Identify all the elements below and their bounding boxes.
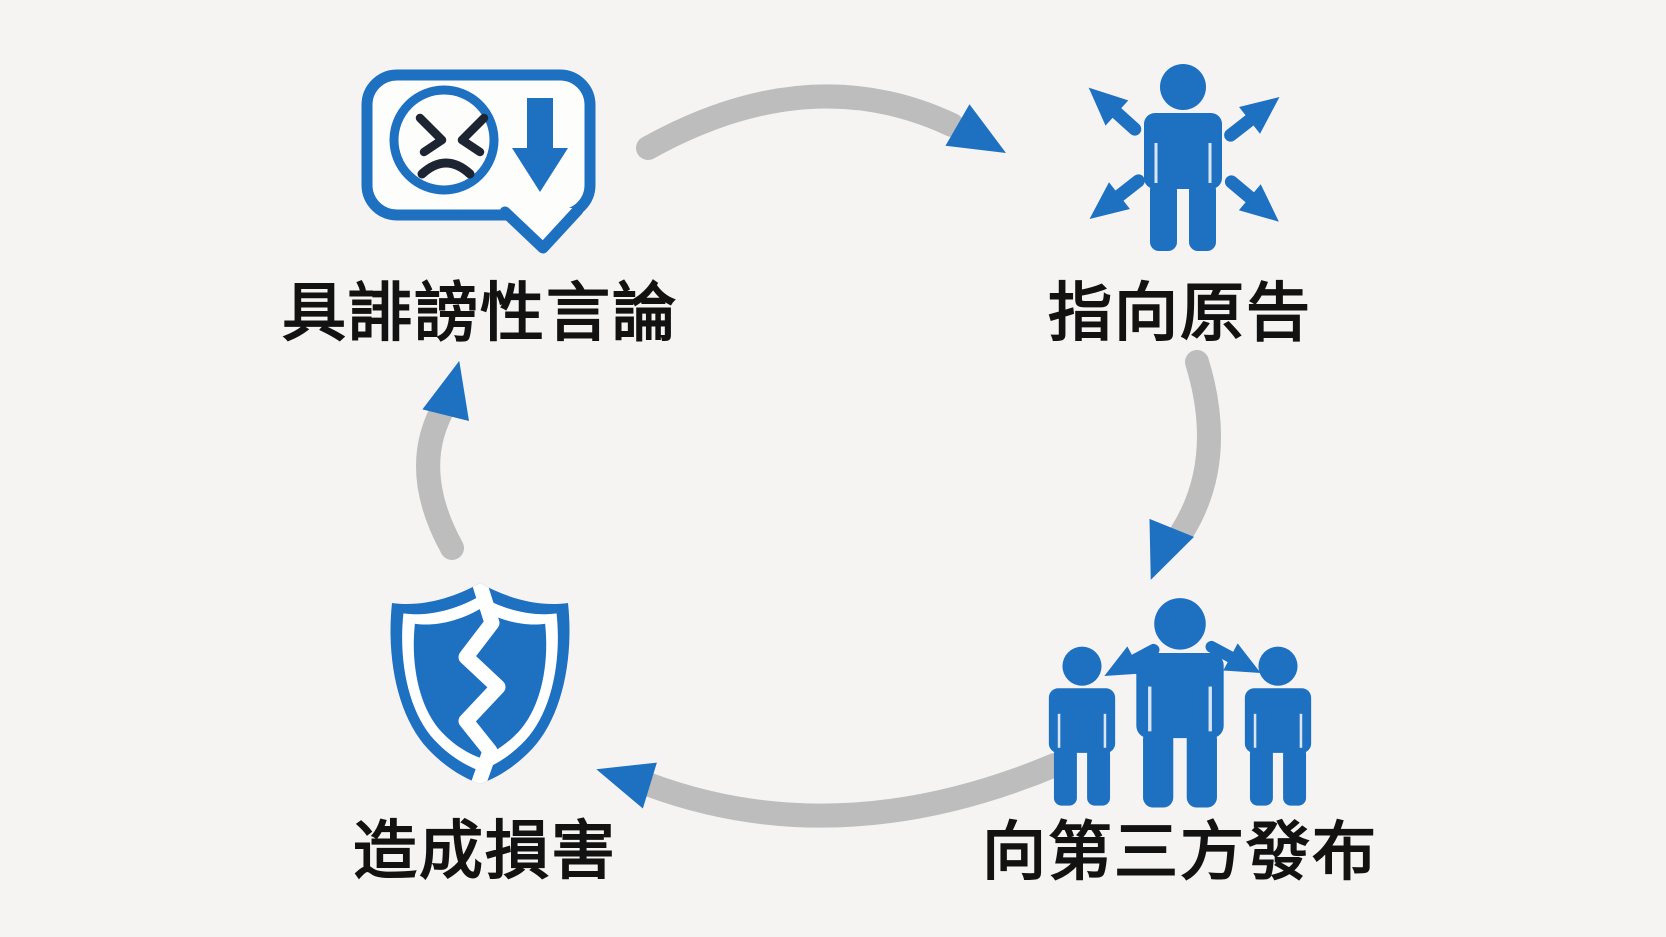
person-figure bbox=[1142, 62, 1224, 253]
label-publish-to-third-party: 向第三方發布 bbox=[982, 816, 1378, 888]
angry-left-eye bbox=[415, 113, 447, 157]
speaker-figure bbox=[1134, 596, 1226, 810]
down-arrow-icon bbox=[512, 98, 568, 192]
arrow-up-left-icon bbox=[1077, 75, 1146, 142]
connector-right-arrow bbox=[1149, 350, 1221, 580]
angry-speech-bubble-icon bbox=[361, 69, 596, 254]
arrow-down-left-icon bbox=[1079, 167, 1149, 232]
connector-bottom-arrow bbox=[596, 753, 1067, 828]
broken-shield-icon bbox=[390, 583, 570, 784]
label-causes-damage: 造成損害 bbox=[353, 815, 617, 887]
angry-face-icon bbox=[389, 85, 499, 195]
label-refers-to-plaintiff: 指向原告 bbox=[1048, 277, 1312, 349]
connector-top-arrow bbox=[636, 84, 1006, 160]
label-defamatory-statement: 具誹謗性言論 bbox=[282, 277, 678, 349]
person-outward-arrows-icon bbox=[1077, 62, 1290, 253]
arrow-down-right-icon bbox=[1220, 169, 1289, 235]
shield-crack bbox=[458, 583, 506, 784]
arrow-up-right-icon bbox=[1220, 84, 1290, 149]
angry-right-eye bbox=[457, 113, 489, 157]
frown-mouth bbox=[417, 158, 475, 179]
person-broadcast-to-third-parties-icon bbox=[1047, 596, 1313, 810]
connector-left-arrow bbox=[416, 360, 469, 560]
speech-bubble-outline bbox=[361, 69, 596, 221]
third-party-left-figure bbox=[1047, 645, 1117, 807]
shield-inner bbox=[413, 609, 547, 758]
speech-bubble-tail bbox=[505, 208, 578, 248]
